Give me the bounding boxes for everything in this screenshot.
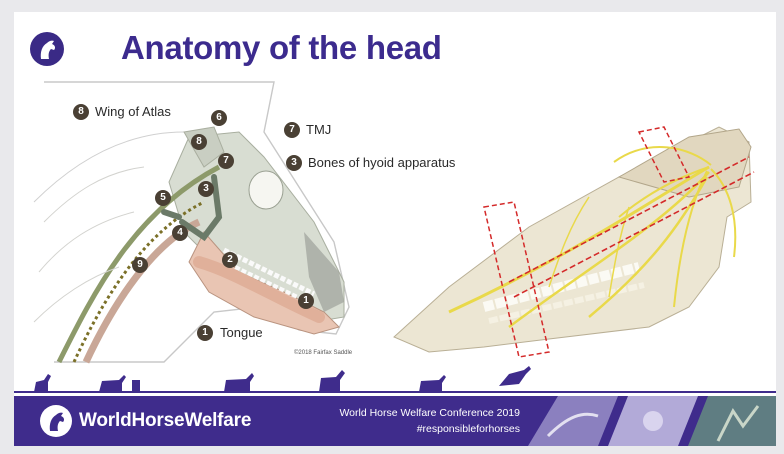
diagram-badge-8: 8 bbox=[191, 134, 207, 150]
horse-silhouette-icon bbox=[14, 364, 776, 394]
footer-photo-strip bbox=[528, 396, 776, 446]
conference-title: World Horse Welfare Conference 2019 bbox=[304, 407, 520, 419]
diagram-badge-4: 4 bbox=[172, 225, 188, 241]
slide: Anatomy of the head 6 8 7 3 5 4 2 9 1 bbox=[14, 12, 776, 446]
brand-name: WorldHorseWelfare bbox=[79, 410, 251, 432]
diagram-badge-1: 1 bbox=[298, 293, 314, 309]
legend-badge-1: 1 bbox=[197, 325, 213, 341]
diagram-badge-9: 9 bbox=[132, 257, 148, 273]
legend-label-wing-of-atlas: Wing of Atlas bbox=[95, 104, 171, 119]
horse-logo-icon bbox=[30, 32, 64, 66]
legend-badge-7: 7 bbox=[284, 122, 300, 138]
conference-hashtag: #responsibleforhorses bbox=[304, 423, 520, 435]
footer-bar: WorldHorseWelfare World Horse Welfare Co… bbox=[14, 396, 776, 446]
diagram-badge-7: 7 bbox=[218, 153, 234, 169]
diagram-badge-5: 5 bbox=[155, 190, 171, 206]
copyright-text: ©2018 Fairfax Saddle bbox=[294, 350, 352, 356]
legend-badge-8: 8 bbox=[73, 104, 89, 120]
legend-label-tongue: Tongue bbox=[220, 325, 263, 340]
diagram-badge-3: 3 bbox=[198, 181, 214, 197]
horse-head-skeleton-diagram bbox=[14, 72, 374, 372]
horse-skull-nerves-illustration bbox=[389, 107, 774, 362]
horse-logo-icon bbox=[40, 405, 72, 437]
legend-label-tmj: TMJ bbox=[306, 122, 331, 137]
page-title: Anatomy of the head bbox=[121, 29, 442, 67]
diagram-badge-6: 6 bbox=[211, 110, 227, 126]
legend-badge-3: 3 bbox=[286, 155, 302, 171]
diagram-badge-2: 2 bbox=[222, 252, 238, 268]
